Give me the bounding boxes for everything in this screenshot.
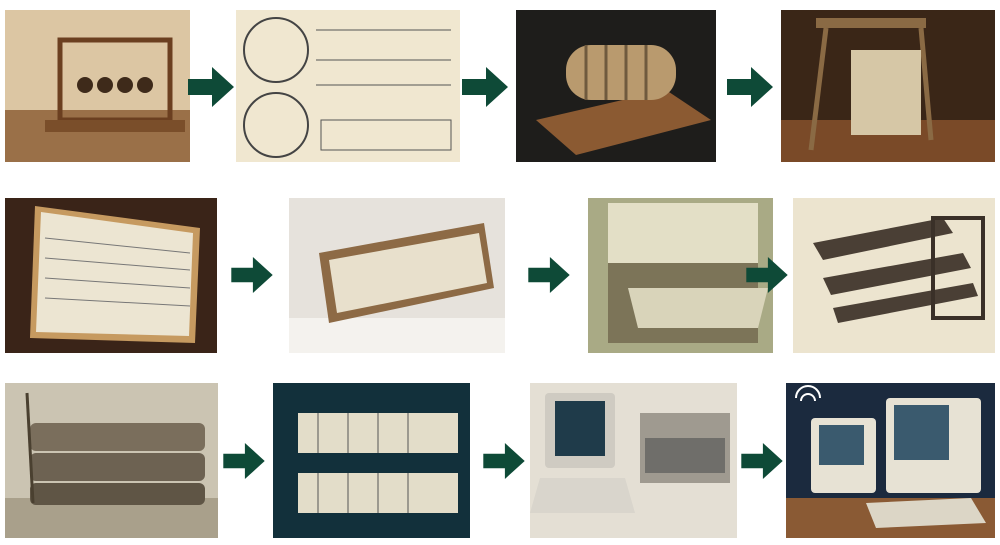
panel-2-4 — [793, 198, 995, 353]
panel-3-4 — [786, 383, 995, 538]
arrow-right-icon — [220, 443, 268, 479]
panel-2-1 — [5, 198, 217, 353]
arrow-right-icon — [228, 257, 276, 293]
panel-2-2 — [289, 198, 505, 353]
panel-1-2 — [236, 10, 460, 162]
panel-3-2 — [273, 383, 470, 538]
panel-3-3 — [530, 383, 737, 538]
panel-1-3 — [516, 10, 716, 162]
panel-1-4 — [781, 10, 995, 162]
arrow-right-icon — [462, 67, 508, 107]
arrow-right-icon — [743, 257, 791, 293]
arrow-right-icon — [188, 67, 234, 107]
panel-1-1 — [5, 10, 190, 162]
arrow-right-icon — [480, 443, 528, 479]
arrow-right-icon — [525, 257, 573, 293]
panel-2-3 — [588, 198, 773, 353]
panel-3-1 — [5, 383, 218, 538]
arrow-right-icon — [738, 443, 786, 479]
arrow-right-icon — [727, 67, 773, 107]
